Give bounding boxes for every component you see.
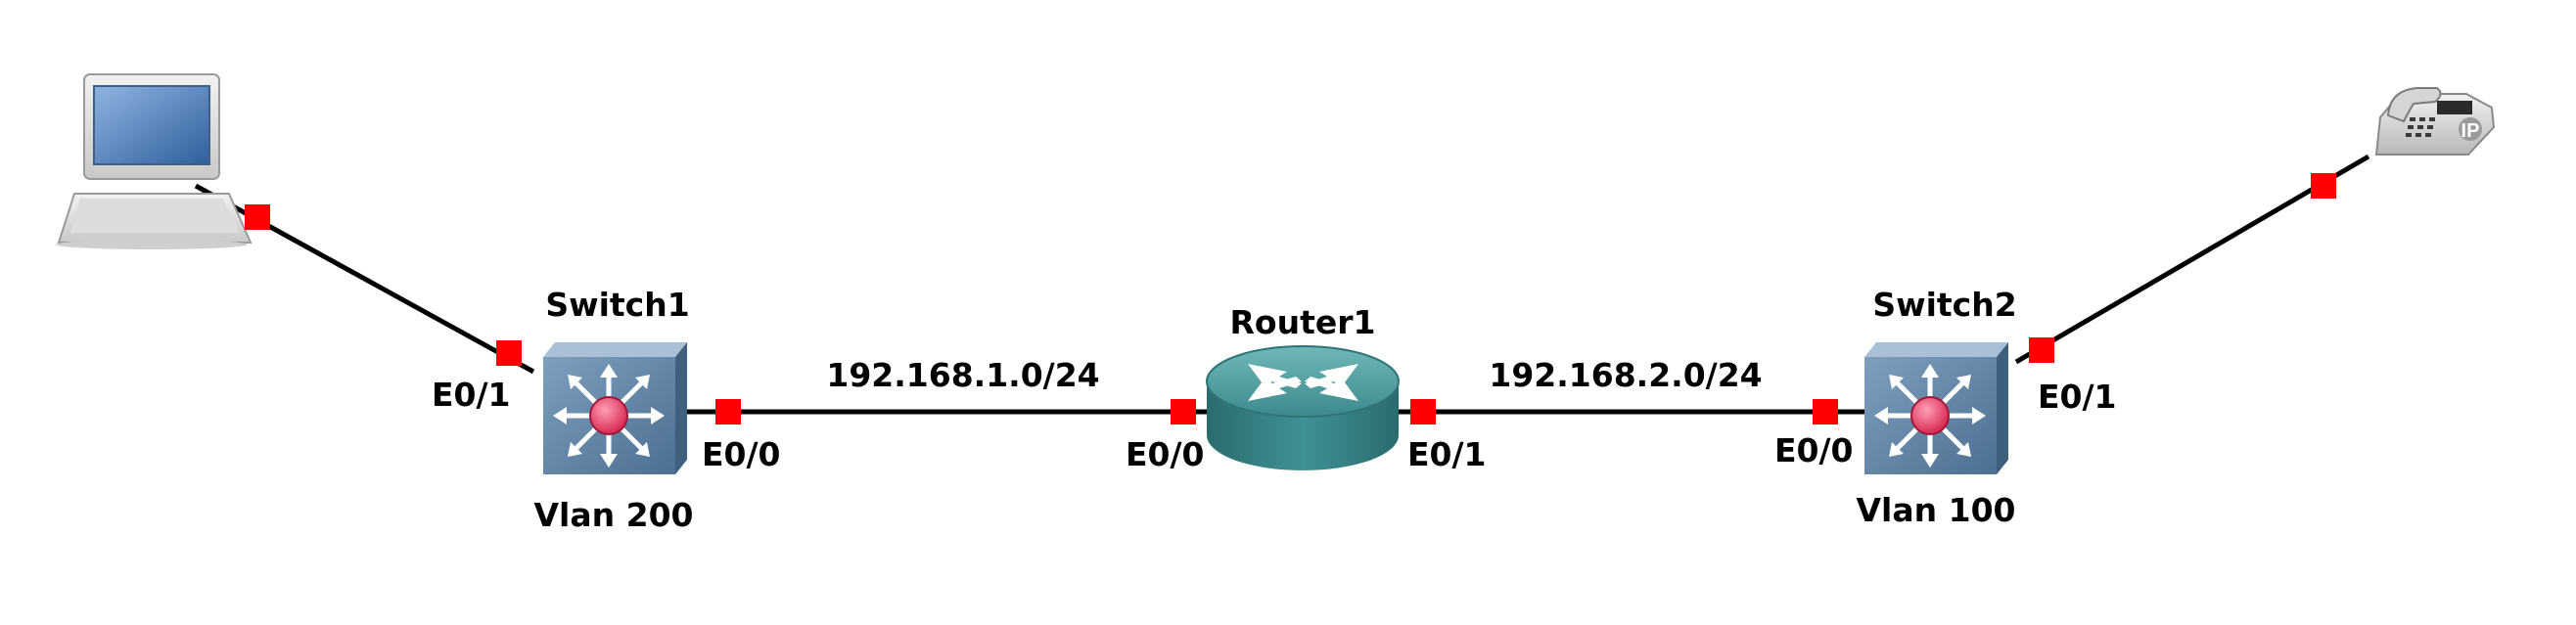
port-marker-switch1-e0-1[interactable] — [496, 340, 522, 366]
router1-port-e0-0: E0/0 — [1126, 435, 1205, 473]
switch2-name: Switch2 — [1872, 286, 2017, 324]
router1-name: Router1 — [1229, 303, 1376, 341]
network-label-2: 192.168.2.0/24 — [1489, 356, 1763, 394]
switch2-port-e0-0: E0/0 — [1774, 431, 1854, 469]
router1-icon[interactable] — [1206, 345, 1400, 470]
switch1-port-e0-0: E0/0 — [702, 435, 781, 473]
ip-phone-icon[interactable]: IP — [2374, 87, 2496, 156]
port-marker-switch1-e0-0[interactable] — [715, 399, 741, 424]
router1-port-e0-1: E0/1 — [1407, 435, 1487, 473]
port-marker-switch2-e0-0[interactable] — [1813, 399, 1838, 424]
network-label-1: 192.168.1.0/24 — [826, 356, 1100, 394]
switch2-vlan: Vlan 100 — [1856, 491, 2016, 529]
switch1-vlan: Vlan 200 — [533, 496, 694, 534]
port-marker-laptop[interactable] — [245, 204, 270, 230]
port-marker-router1-e0-0[interactable] — [1171, 399, 1196, 424]
switch1-port-e0-1: E0/1 — [432, 376, 511, 414]
switch2-port-e0-1: E0/1 — [2038, 378, 2117, 416]
port-marker-router1-e0-1[interactable] — [1410, 399, 1436, 424]
port-marker-switch2-e0-1[interactable] — [2029, 337, 2054, 363]
port-marker-phone[interactable] — [2311, 173, 2336, 199]
laptop-icon[interactable] — [56, 73, 253, 249]
switch2-icon[interactable] — [1864, 342, 2008, 474]
switch1-name: Switch1 — [545, 286, 690, 324]
link-switch2-phone[interactable] — [2014, 154, 2370, 365]
switch1-icon[interactable] — [543, 342, 687, 474]
ip-phone-badge: IP — [2461, 120, 2480, 142]
